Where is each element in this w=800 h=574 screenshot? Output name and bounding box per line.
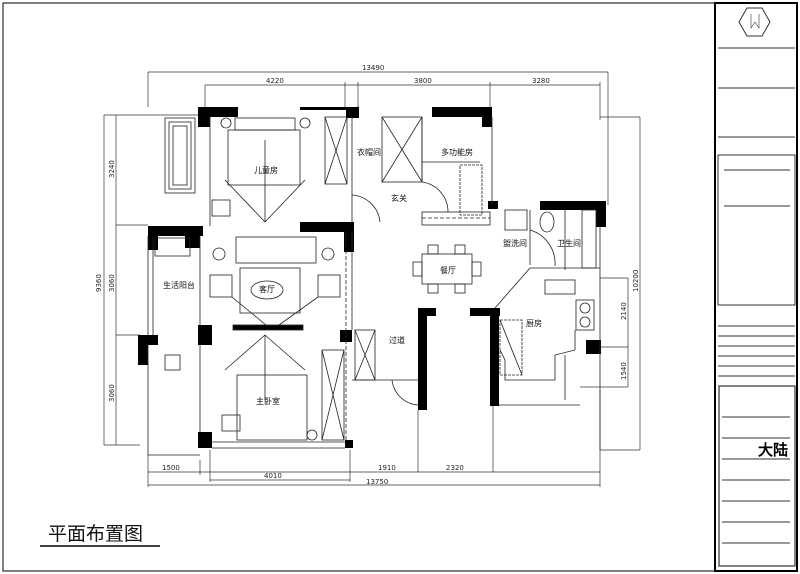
room-label-kids-room: 儿童房 xyxy=(254,165,278,175)
dim-bottom-2: 4010 xyxy=(264,472,282,480)
dimension-texts: 13490 4220 3800 3280 9360 3240 3060 3060… xyxy=(95,64,640,486)
room-label-utility-balcony: 生活阳台 xyxy=(163,280,195,290)
logo-icon xyxy=(738,7,771,37)
dim-right-2: 1540 xyxy=(620,362,628,380)
room-label-multi-function-room: 多功能房 xyxy=(441,147,473,157)
dim-right-total: 10200 xyxy=(632,270,640,292)
dim-top-total: 13490 xyxy=(362,64,384,72)
dim-right-1: 2140 xyxy=(620,302,628,320)
room-label-kitchen: 厨房 xyxy=(526,318,542,328)
drawing-title: 平面布置图 xyxy=(48,523,143,545)
signature: 大陆 xyxy=(758,441,788,459)
sofa xyxy=(235,236,317,264)
dim-left-3: 3060 xyxy=(108,384,116,402)
room-label-washroom: 盥洗间 xyxy=(503,238,527,248)
bed-master xyxy=(236,374,308,441)
dim-left-1: 3240 xyxy=(108,160,116,178)
interior-lines xyxy=(147,116,601,456)
dim-bottom-3: 1910 xyxy=(378,464,396,472)
room-label-dining-room: 餐厅 xyxy=(440,266,456,275)
dim-bottom-1: 1500 xyxy=(162,464,180,472)
dim-bottom-4: 2320 xyxy=(446,464,464,472)
dim-bottom-total: 13750 xyxy=(366,478,388,486)
dim-top-1: 4220 xyxy=(266,77,284,85)
dimension-lines xyxy=(103,71,641,487)
room-label-toilet: 卫生间 xyxy=(557,238,581,248)
dim-top-3: 3280 xyxy=(532,77,550,85)
room-label-corridor: 过道 xyxy=(389,335,405,345)
dim-top-2: 3800 xyxy=(414,77,432,85)
room-label-living-room: 客厅 xyxy=(259,284,275,294)
walls xyxy=(138,107,606,448)
title-block: 大陆 xyxy=(714,2,798,572)
room-label-master-bedroom: 主卧室 xyxy=(256,396,280,406)
room-labels: 儿童房 衣帽间 多功能房 玄关 盥洗间 卫生间 餐厅 客厅 生活阳台 厨房 过道… xyxy=(163,147,581,406)
room-label-cloakroom: 衣帽间 xyxy=(357,147,381,157)
furniture xyxy=(154,117,482,441)
dim-left-total: 9360 xyxy=(95,274,103,292)
dim-left-2: 3060 xyxy=(108,274,116,292)
bed-kids xyxy=(227,129,301,186)
room-label-foyer: 玄关 xyxy=(391,193,407,203)
